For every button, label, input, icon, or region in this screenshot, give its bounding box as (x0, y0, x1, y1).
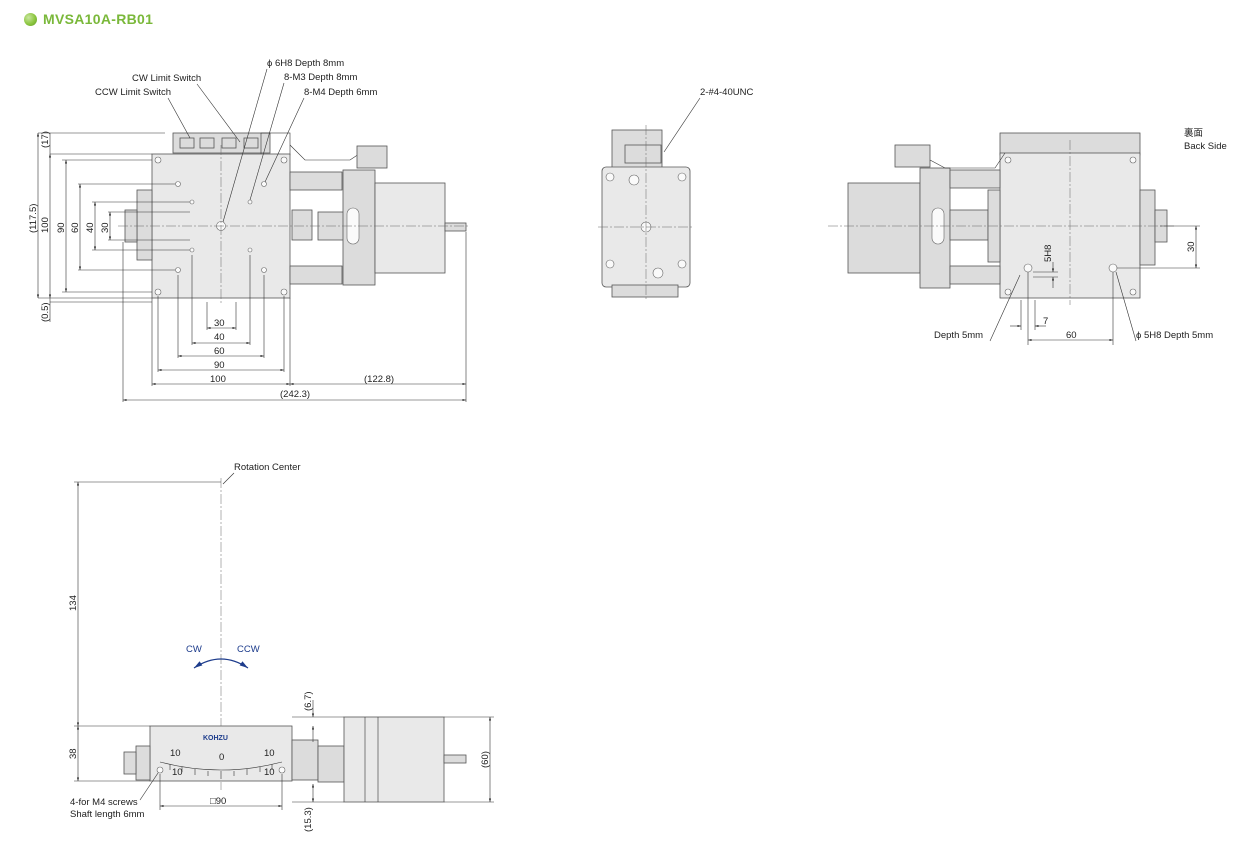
back-dim-5h8: 5H8 (1043, 245, 1054, 262)
dim-100: 100 (40, 217, 51, 233)
dim-117-5: (117.5) (28, 204, 39, 233)
back-dim-7: 7 (1043, 316, 1048, 327)
motor (374, 182, 446, 274)
back-dim-60: 60 (1066, 330, 1077, 341)
scale-right-bottom: 10 (264, 767, 275, 778)
callout-m3: 8-M3 Depth 8mm (284, 72, 357, 83)
horizontal-dimensions: 30 40 60 90 100 (122.8) (242.3) (122, 232, 467, 402)
back-label-jp: 裏面 (1184, 127, 1203, 139)
scale-left-top: 10 (170, 748, 181, 759)
dim-30: 30 (100, 222, 111, 233)
dim-15-3: (15.3) (303, 807, 314, 832)
callout-connector: 2-#4-40UNC (700, 87, 753, 98)
dim-h-100: 100 (210, 374, 226, 385)
side-view: 2-#4-40UNC (598, 87, 753, 300)
dim-38: 38 (68, 748, 79, 759)
model-name: MVSA10A-RB01 (43, 11, 154, 27)
bottom-motor (343, 716, 445, 803)
dim-h-242-3: (242.3) (280, 389, 310, 400)
dim-h-30: 30 (214, 318, 225, 329)
callout-hole-6h8: ϕ 6H8 Depth 8mm (267, 58, 344, 69)
back-motor (847, 182, 921, 274)
dim-h-40: 40 (214, 332, 225, 343)
back-callout-depth5: Depth 5mm (934, 330, 983, 341)
page-title: MVSA10A-RB01 (24, 11, 153, 27)
dim-90: 90 (56, 222, 67, 233)
dim-17: (17) (40, 131, 51, 148)
brand-logo: KOHZU (203, 735, 228, 742)
scale-right-top: 10 (264, 748, 275, 759)
dim-60: 60 (70, 222, 81, 233)
bottom-view: Rotation Center CW CCW KOHZU 10 (68, 462, 494, 832)
scale-center: 0 (219, 752, 224, 763)
screws-note-line2: Shaft length 6mm (70, 809, 145, 820)
callout-cw-limit: CW Limit Switch (132, 73, 201, 84)
screws-note-line1: 4-for M4 screws (70, 797, 138, 808)
back-label-en: Back Side (1184, 141, 1227, 152)
rotation-center-label: Rotation Center (234, 462, 301, 473)
dim-h-60: 60 (214, 346, 225, 357)
dim-60-motor: (60) (480, 751, 491, 768)
back-callout-hole-5h8: ϕ 5H8 Depth 5mm (1136, 330, 1213, 341)
bullet-icon (24, 12, 37, 26)
back-dim-30: 30 (1186, 241, 1197, 252)
callout-m4: 8-M4 Depth 6mm (304, 87, 377, 98)
mounting-holes (154, 156, 288, 296)
vertical-dimensions: (17) (117.5) 100 90 60 40 30 (0.5) (28, 131, 190, 322)
dim-6-7: (6.7) (303, 691, 314, 711)
dim-0-5: (0.5) (40, 302, 51, 322)
ccw-label: CCW (237, 644, 260, 655)
dim-134: 134 (68, 595, 79, 611)
cw-label: CW (186, 644, 202, 655)
callout-ccw-limit: CCW Limit Switch (95, 87, 171, 98)
back-view: 裏面 Back Side 30 60 7 5H8 Depth 5mm ϕ 5H8… (828, 127, 1227, 345)
dim-h-122-8: (122.8) (364, 374, 394, 385)
dim-square-90: □90 (210, 796, 226, 807)
scale-left-bottom: 10 (172, 767, 183, 778)
front-view: ϕ 6H8 Depth 8mm 8-M3 Depth 8mm CW Limit … (28, 58, 470, 402)
dim-h-90: 90 (214, 360, 225, 371)
scale-ticks (169, 764, 273, 779)
dim-40: 40 (85, 222, 96, 233)
